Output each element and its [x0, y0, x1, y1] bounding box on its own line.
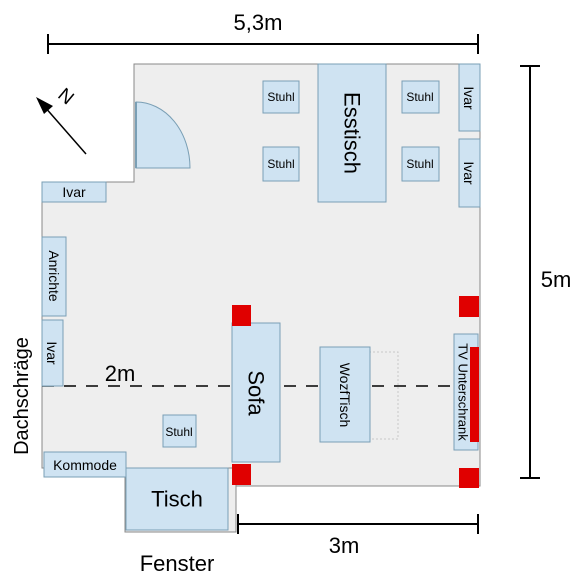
tv-unit-label: TV Unterschrank — [456, 343, 471, 441]
anrichte-label: Anrichte — [46, 250, 62, 302]
ivar-left-label: Ivar — [44, 341, 60, 365]
bottom-dimension: 3m — [237, 514, 479, 558]
window-label: Fenster — [140, 551, 215, 576]
ivar-left — [41, 319, 64, 387]
chair-5 — [162, 414, 197, 448]
dining-table — [317, 63, 387, 203]
sofa-label: Sofa — [244, 370, 269, 416]
chair-4-label: Stuhl — [406, 157, 433, 171]
coffee-table-label: WozfTisch — [337, 363, 353, 428]
desk-label: Tisch — [151, 487, 203, 512]
height-total-label: 5m — [541, 267, 572, 292]
ivar-right-2-label: Ivar — [461, 161, 477, 185]
coffee-table — [319, 346, 371, 443]
bottom-segment-label: 3m — [329, 533, 360, 558]
marker-red-1 — [232, 305, 251, 326]
ivar-right-2 — [458, 138, 481, 208]
dresser-label: Kommode — [53, 457, 117, 473]
chair-5-label: Stuhl — [165, 425, 192, 439]
desk — [125, 467, 229, 531]
slope-label: Dachschräge — [11, 337, 33, 455]
chair-1 — [262, 80, 300, 114]
dresser — [43, 451, 127, 478]
marker-red-3 — [459, 296, 479, 317]
marker-red-4 — [459, 468, 479, 488]
chair-2 — [262, 146, 300, 182]
door-swing — [135, 101, 191, 169]
anrichte — [41, 236, 67, 317]
marker-red-2 — [232, 464, 251, 485]
sofa — [231, 322, 281, 463]
width-total-label: 5,3m — [234, 10, 283, 35]
ivar-top-left — [41, 181, 107, 203]
north-arrow-icon: N — [36, 84, 87, 155]
ivar-right-1-label: Ivar — [461, 86, 477, 110]
chair-3-label: Stuhl — [406, 90, 433, 104]
chair-3 — [401, 80, 440, 114]
north-label: N — [54, 84, 78, 109]
tv-screen — [470, 347, 479, 442]
chair-1-label: Stuhl — [267, 90, 294, 104]
top-dimension: 5,3m — [47, 10, 479, 54]
chair-4 — [401, 146, 440, 182]
right-dimension: 5m — [520, 65, 572, 479]
ivar-right-1 — [458, 63, 481, 132]
dining-table-label: Esstisch — [340, 92, 365, 174]
ivar-top-left-label: Ivar — [62, 184, 86, 200]
left-segment-label: 2m — [105, 361, 136, 386]
chair-2-label: Stuhl — [267, 157, 294, 171]
